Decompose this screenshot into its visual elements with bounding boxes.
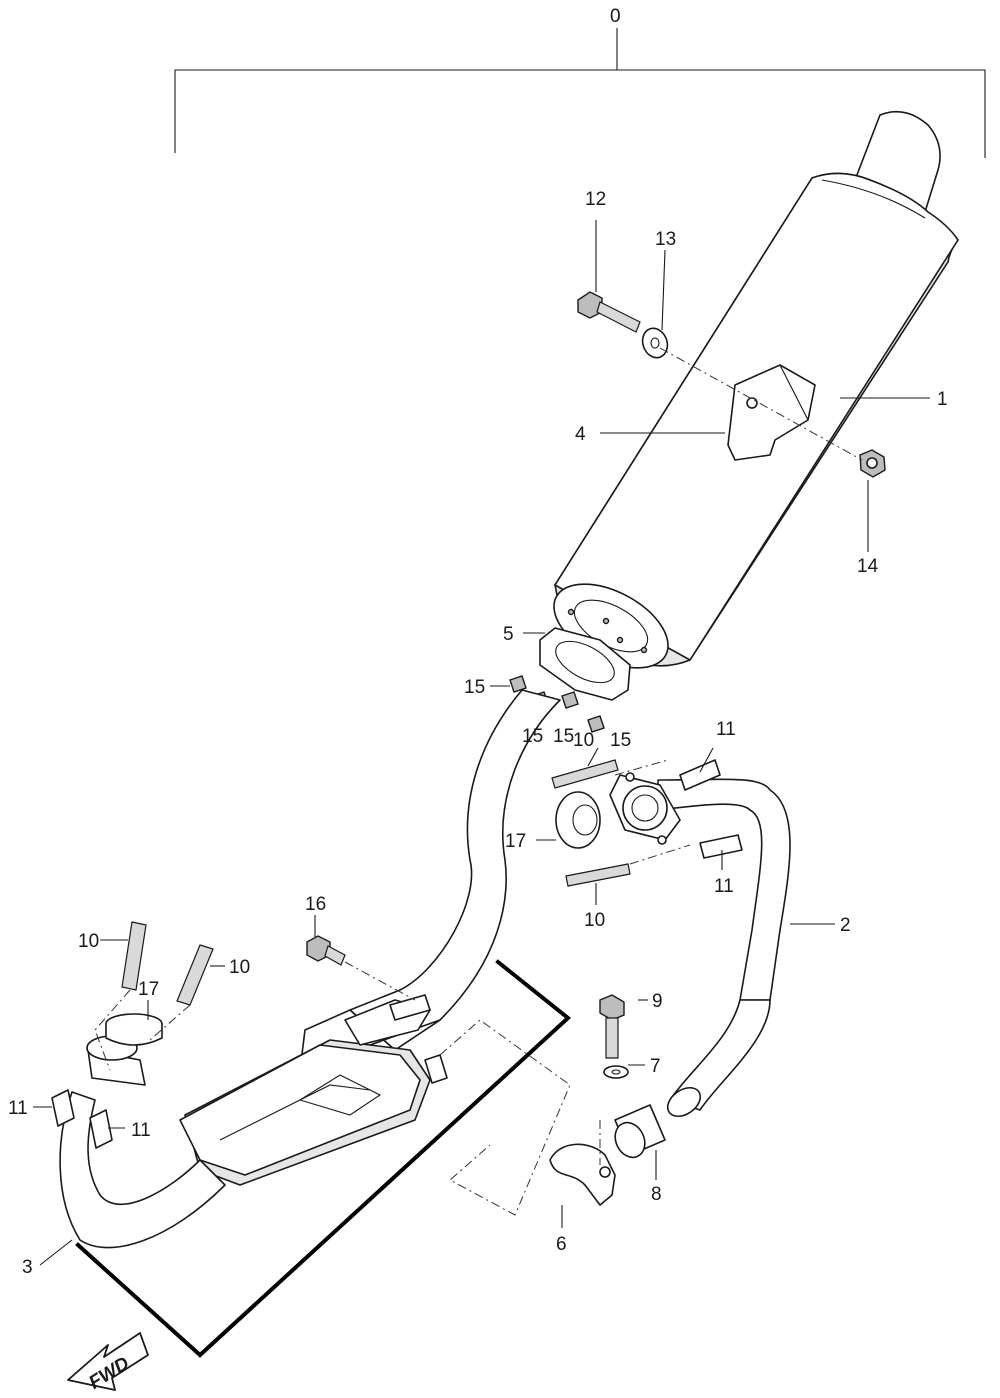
callout-10-a: 10 [78, 931, 99, 952]
front-pipe-2 [609, 772, 791, 1118]
assembly-bracket [174, 28, 986, 158]
callout-11-d: 11 [131, 1120, 151, 1141]
callout-7: 7 [650, 1056, 661, 1077]
studs-10-right [551, 759, 631, 887]
callout-labels: 0 1 2 3 4 5 6 7 8 9 10 10 10 10 11 11 11… [8, 6, 948, 1278]
callout-15-c: 15 [553, 726, 574, 747]
stud-10-left-b [176, 944, 214, 1006]
callout-10-d: 10 [584, 910, 605, 931]
callout-17-b: 17 [138, 979, 159, 1000]
bolts-11-left [51, 1089, 113, 1149]
callout-17-a: 17 [505, 831, 526, 852]
callout-0: 0 [610, 6, 621, 27]
clamp-6 [549, 1143, 616, 1206]
callout-16: 16 [305, 894, 326, 915]
callout-9: 9 [652, 991, 663, 1012]
callout-2: 2 [840, 915, 851, 936]
callout-10-b: 10 [229, 957, 250, 978]
callout-12: 12 [585, 189, 606, 210]
gasket-5 [539, 627, 631, 701]
bolt-16 [306, 935, 346, 966]
callout-15-a: 15 [464, 677, 485, 698]
muffler-bracket [727, 364, 816, 461]
seal-17-left [105, 1013, 163, 1046]
leader-lines [33, 220, 930, 1266]
callout-5: 5 [503, 624, 514, 645]
callout-11-c: 11 [8, 1098, 28, 1119]
washer-13 [641, 327, 669, 359]
callout-8: 8 [651, 1184, 662, 1205]
seal-17-right [555, 791, 601, 849]
sleeve-8 [614, 1104, 666, 1159]
callout-11-b: 11 [714, 876, 734, 897]
fwd-arrow-icon: FWD [67, 1332, 149, 1394]
callout-4: 4 [575, 424, 586, 445]
bolt-12 [577, 291, 641, 333]
callout-10-c: 10 [573, 730, 594, 751]
bolts-11-right [679, 759, 743, 859]
nut-14 [859, 449, 886, 478]
callout-15-b: 15 [522, 726, 543, 747]
callout-14: 14 [857, 556, 879, 577]
callout-11-a: 11 [716, 719, 736, 740]
washer-7 [603, 1065, 629, 1079]
exhaust-pipe-3 [59, 689, 561, 1249]
callout-6: 6 [556, 1234, 567, 1255]
callout-3: 3 [22, 1257, 33, 1278]
callout-15-d: 15 [610, 730, 631, 751]
callout-13: 13 [655, 229, 676, 250]
heat-shield [75, 959, 572, 1358]
bolt-9 [599, 994, 625, 1059]
callout-1: 1 [937, 389, 948, 410]
stud-10-left-a [121, 921, 147, 991]
